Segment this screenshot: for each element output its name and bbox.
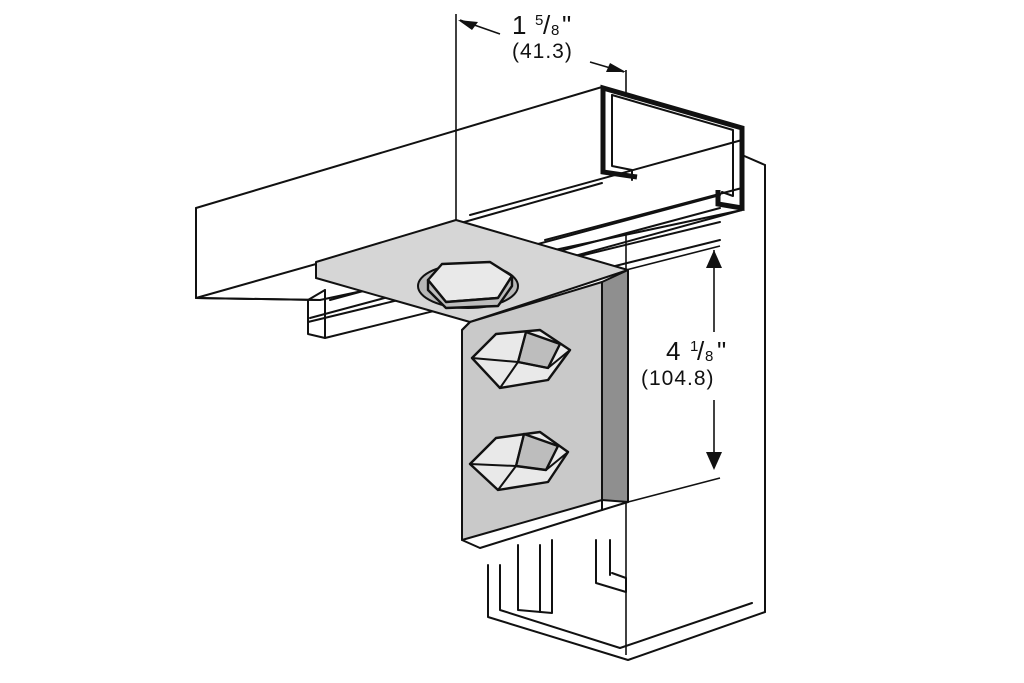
- width-dim-metric: (41.3): [512, 40, 573, 63]
- height-dim-whole: 4: [666, 336, 680, 366]
- width-dimension: 1 5 / 8 " (41.3): [455, 10, 626, 220]
- bracket-vertical-flange: [461, 281, 603, 541]
- height-dim-metric: (104.8): [641, 367, 715, 390]
- nut-top: [417, 260, 519, 310]
- width-dim-inch-mark: ": [562, 10, 571, 40]
- nut-bottom: [468, 430, 570, 492]
- height-dim-frac-den: 8: [705, 348, 713, 365]
- height-dim-inch-mark: ": [717, 336, 726, 366]
- width-dim-whole: 1: [512, 10, 526, 40]
- nut-middle: [470, 328, 572, 390]
- width-dim-frac-num: 5: [535, 12, 543, 29]
- height-dim-slash: /: [697, 336, 705, 366]
- width-dim-slash: /: [543, 10, 551, 40]
- height-dim-frac-num: 1: [690, 338, 698, 355]
- width-dim-frac-den: 8: [551, 22, 559, 39]
- height-dimension: 4 1 / 8 " (104.8): [625, 245, 726, 503]
- bracket-edge: [601, 269, 629, 503]
